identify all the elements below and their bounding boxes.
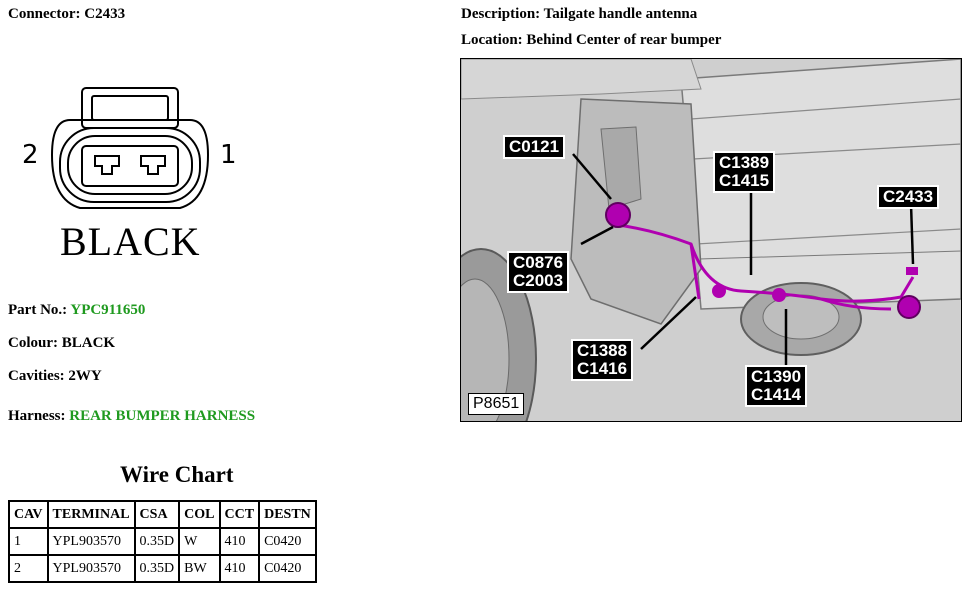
cell-cav: 1 — [8, 527, 49, 556]
connector-label: Connector: C2433 — [8, 6, 126, 22]
harness-value: REAR BUMPER HARNESS — [69, 408, 256, 424]
part-number-value: YPC911650 — [70, 302, 146, 318]
connector-face-diagram — [50, 87, 210, 209]
cavities-label: Cavities: 2WY — [8, 368, 102, 384]
description-label: Description: Tailgate handle antenna — [461, 6, 698, 22]
location-label: Location: Behind Center of rear bumper — [461, 32, 722, 48]
cell-terminal: YPL903570 — [46, 554, 136, 583]
cell-cct: 410 — [218, 527, 261, 556]
table-row: 2 YPL903570 0.35D BW 410 C0420 — [8, 554, 317, 583]
cell-col: BW — [178, 554, 221, 583]
cell-cct: 410 — [218, 554, 261, 583]
colour-label: Colour: BLACK — [8, 335, 116, 351]
wire-chart-table: CAV TERMINAL CSA COL CCT DESTN 1 YPL9035… — [8, 500, 317, 583]
pin-number-right: 1 — [220, 140, 237, 170]
part-number-row: Part No.: YPC911650 — [8, 302, 145, 319]
harness-label: Harness: — [8, 408, 66, 424]
header-cav: CAV — [8, 500, 49, 529]
table-row: 1 YPL903570 0.35D W 410 C0420 — [8, 527, 317, 556]
wire-chart-title: Wire Chart — [120, 462, 234, 487]
header-destn: DESTN — [258, 500, 317, 529]
cell-destn: C0420 — [258, 554, 317, 583]
cell-destn: C0420 — [258, 527, 317, 556]
table-header-row: CAV TERMINAL CSA COL CCT DESTN — [8, 500, 317, 529]
callout-c2433: C2433 — [877, 185, 940, 209]
header-csa: CSA — [133, 500, 181, 529]
header-col: COL — [178, 500, 221, 529]
cell-terminal: YPL903570 — [46, 527, 136, 556]
harness-row: Harness: REAR BUMPER HARNESS — [8, 408, 255, 425]
pin-number-left: 2 — [22, 140, 39, 170]
cell-cav: 2 — [8, 554, 49, 583]
callout-c0121: C0121 — [503, 135, 566, 159]
illustration-id: P8651 — [468, 393, 525, 415]
cell-col: W — [178, 527, 221, 556]
connector-colour-text: BLACK — [60, 219, 201, 264]
cell-csa: 0.35D — [133, 527, 181, 556]
header-cct: CCT — [218, 500, 261, 529]
part-number-label: Part No.: — [8, 302, 68, 318]
vehicle-rear-illustration — [461, 59, 961, 421]
cell-csa: 0.35D — [133, 554, 181, 583]
header-terminal: TERMINAL — [46, 500, 136, 529]
